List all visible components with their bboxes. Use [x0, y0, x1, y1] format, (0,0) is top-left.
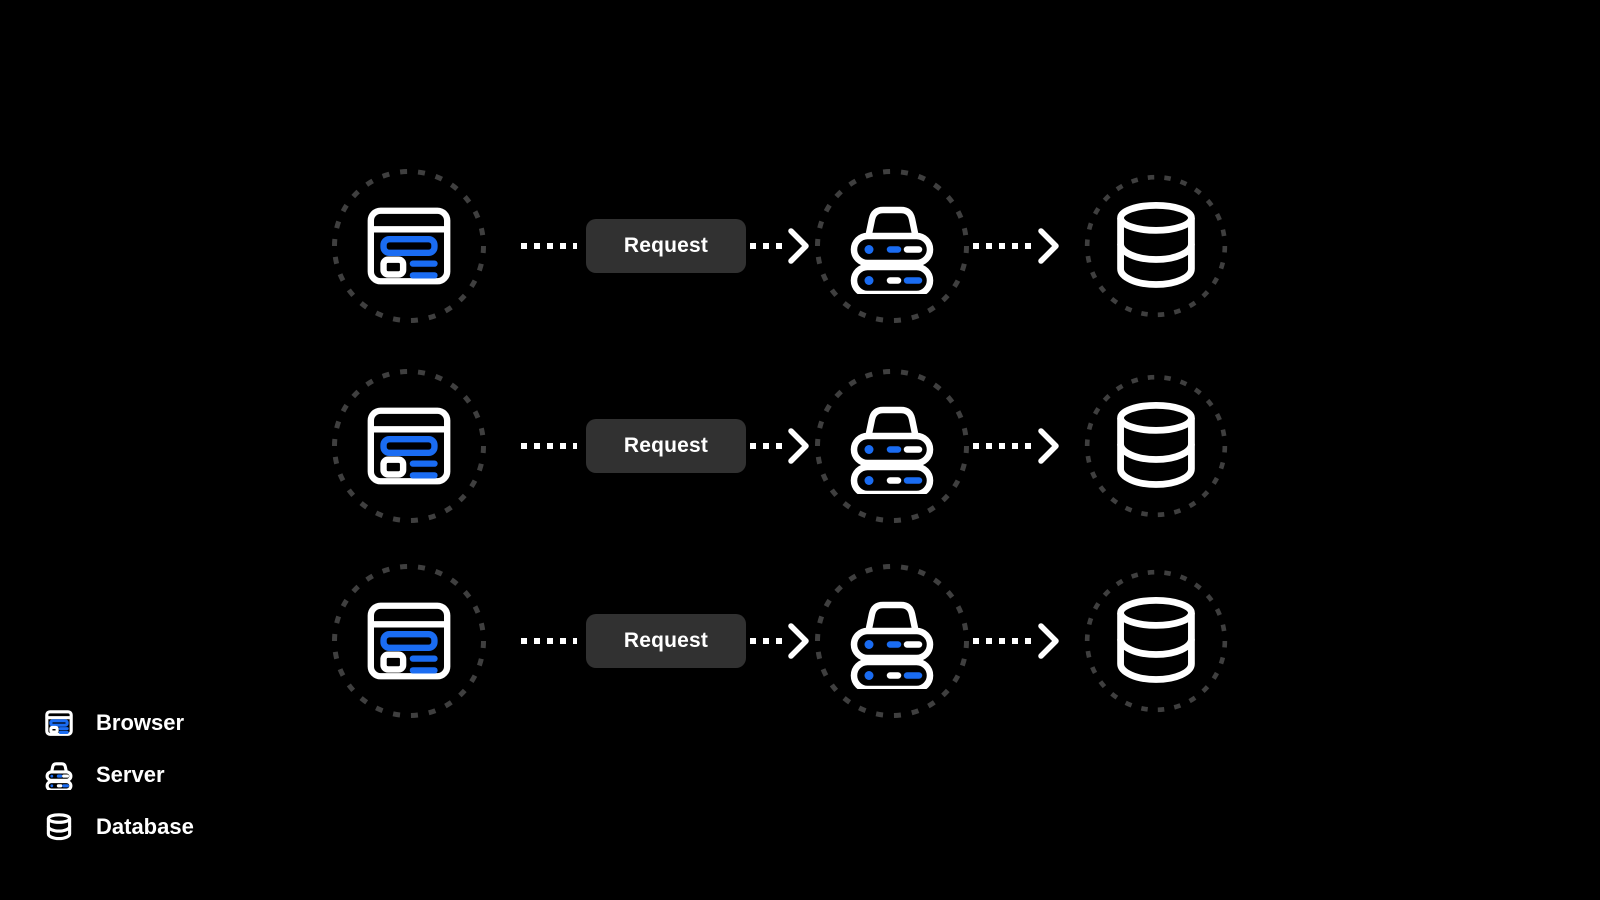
server-node [813, 562, 971, 720]
legend: Browser Server Database [44, 708, 194, 842]
dotted-connector [518, 240, 580, 252]
browser-node [330, 367, 488, 525]
browser-icon [362, 399, 456, 493]
dotted-connector [518, 440, 580, 452]
database-icon [44, 812, 74, 842]
database-icon [1106, 591, 1206, 691]
legend-label: Browser [96, 710, 185, 735]
flow-row-1: Request [0, 167, 1600, 325]
dotted-arrow [971, 426, 1061, 466]
request-label-pill: Request [586, 614, 746, 668]
browser-node [330, 167, 488, 325]
flow-row-3: Request [0, 562, 1600, 720]
legend-item-browser: Browser [44, 708, 194, 738]
server-node [813, 167, 971, 325]
server-node [813, 367, 971, 525]
browser-icon [362, 199, 456, 293]
request-label-pill: Request [586, 219, 746, 273]
database-icon [1106, 396, 1206, 496]
browser-icon [362, 594, 456, 688]
legend-label: Server [96, 762, 165, 787]
dotted-arrow [749, 226, 809, 266]
server-icon [844, 198, 940, 294]
legend-item-server: Server [44, 760, 194, 790]
database-node [1083, 568, 1229, 714]
dotted-connector [518, 635, 580, 647]
database-node [1083, 373, 1229, 519]
database-icon [1106, 196, 1206, 296]
server-icon [844, 398, 940, 494]
dotted-arrow [971, 226, 1061, 266]
browser-node [330, 562, 488, 720]
dotted-arrow [749, 426, 809, 466]
server-icon [44, 760, 74, 790]
browser-icon [44, 708, 74, 738]
dotted-arrow [749, 621, 809, 661]
legend-item-database: Database [44, 812, 194, 842]
server-icon [844, 593, 940, 689]
database-node [1083, 173, 1229, 319]
dotted-arrow [971, 621, 1061, 661]
legend-label: Database [96, 814, 194, 839]
request-label-pill: Request [586, 419, 746, 473]
flow-row-2: Request [0, 367, 1600, 525]
